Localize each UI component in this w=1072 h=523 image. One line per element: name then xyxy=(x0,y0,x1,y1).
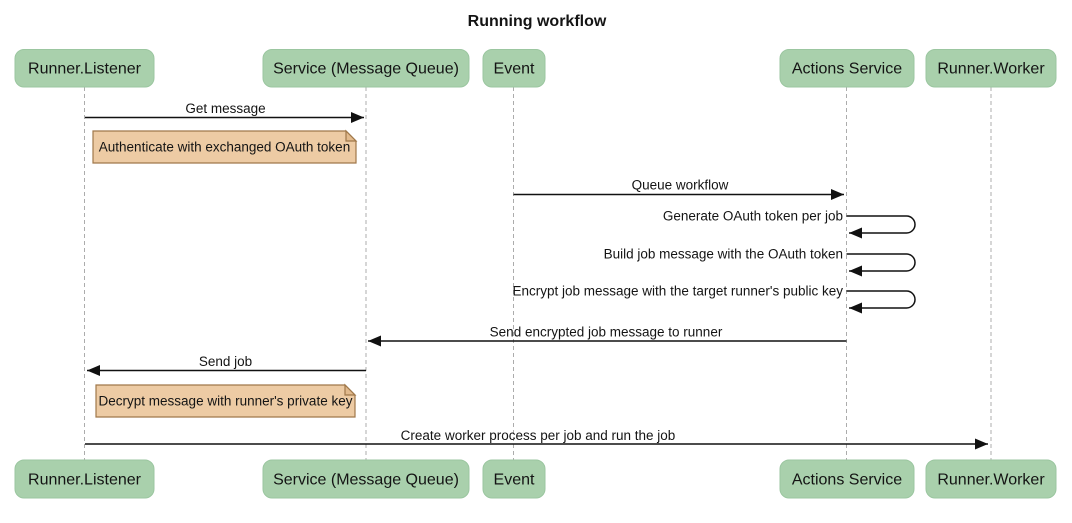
actor-bottom-runner-worker: Runner.Worker xyxy=(925,459,1057,499)
note-label: Authenticate with exchanged OAuth token xyxy=(99,140,350,155)
message-queue-workflow: Queue workflow xyxy=(513,178,844,200)
actor-box xyxy=(482,459,546,499)
actor-top-runner-worker: Runner.Worker xyxy=(925,49,1057,88)
actor-bottom-actions-service: Actions Service xyxy=(779,459,915,499)
actor-box xyxy=(779,49,915,88)
actor-top-event: Event xyxy=(482,49,546,88)
actor-bottom-service-message-queue: Service (Message Queue) xyxy=(262,459,470,499)
actor-label: Runner.Listener xyxy=(28,472,142,489)
note-shape xyxy=(92,130,357,164)
diagram-title: Running workflow xyxy=(468,13,607,30)
self-loop-arrow xyxy=(846,253,916,277)
lifelines xyxy=(84,87,992,460)
actor-top-service-message-queue: Service (Message Queue) xyxy=(262,49,470,88)
message-label: Encrypt job message with the target runn… xyxy=(513,284,844,299)
actor-label: Event xyxy=(494,472,535,489)
actor-box xyxy=(925,459,1057,499)
actor-label: Event xyxy=(494,61,535,78)
actor-label: Actions Service xyxy=(792,61,902,78)
actor-label: Runner.Worker xyxy=(937,472,1045,489)
actor-label: Service (Message Queue) xyxy=(273,61,459,78)
message-label: Queue workflow xyxy=(632,178,729,193)
actor-box xyxy=(482,49,546,88)
note-fold-icon xyxy=(344,383,357,396)
self-loop-arrow xyxy=(846,215,916,239)
actor-box xyxy=(262,49,470,88)
note-shape xyxy=(95,384,356,418)
actor-box xyxy=(262,459,470,499)
message-label: Send job xyxy=(199,354,252,369)
message-label: Build job message with the OAuth token xyxy=(604,247,843,262)
message-label: Generate OAuth token per job xyxy=(663,209,843,224)
message-encrypt-job-message: Encrypt job message with the target runn… xyxy=(513,284,916,314)
note-fold-icon xyxy=(345,129,358,142)
message-send-job: Send job xyxy=(87,354,366,376)
message-label: Send encrypted job message to runner xyxy=(490,325,723,340)
actor-bottom-runner-listener: Runner.Listener xyxy=(14,459,155,499)
actor-box xyxy=(14,459,155,499)
actor-top-actions-service: Actions Service xyxy=(779,49,915,88)
message-label: Create worker process per job and run th… xyxy=(401,428,676,443)
actor-top-runner-listener: Runner.Listener xyxy=(14,49,155,88)
message-get-message: Get message xyxy=(85,101,364,123)
actor-bottom-event: Event xyxy=(482,459,546,499)
message-generate-oauth-token: Generate OAuth token per job xyxy=(663,209,916,239)
note-label: Decrypt message with runner's private ke… xyxy=(99,394,353,409)
actor-label: Runner.Listener xyxy=(28,61,142,78)
actor-box xyxy=(14,49,155,88)
message-label: Get message xyxy=(185,101,265,116)
message-build-job-message: Build job message with the OAuth token xyxy=(604,247,916,277)
note-authenticate: Authenticate with exchanged OAuth token xyxy=(92,129,358,164)
actor-box xyxy=(779,459,915,499)
actor-label: Service (Message Queue) xyxy=(273,472,459,489)
actor-box xyxy=(925,49,1057,88)
message-send-encrypted-job: Send encrypted job message to runner xyxy=(368,325,847,347)
self-loop-arrow xyxy=(846,290,916,314)
actor-label: Actions Service xyxy=(792,472,902,489)
actor-label: Runner.Worker xyxy=(937,61,1045,78)
actors-bottom: Runner.Listener Service (Message Queue) … xyxy=(14,459,1057,499)
note-decrypt: Decrypt message with runner's private ke… xyxy=(95,383,357,418)
actors-top: Runner.Listener Service (Message Queue) … xyxy=(14,49,1057,88)
message-create-worker: Create worker process per job and run th… xyxy=(85,428,988,450)
